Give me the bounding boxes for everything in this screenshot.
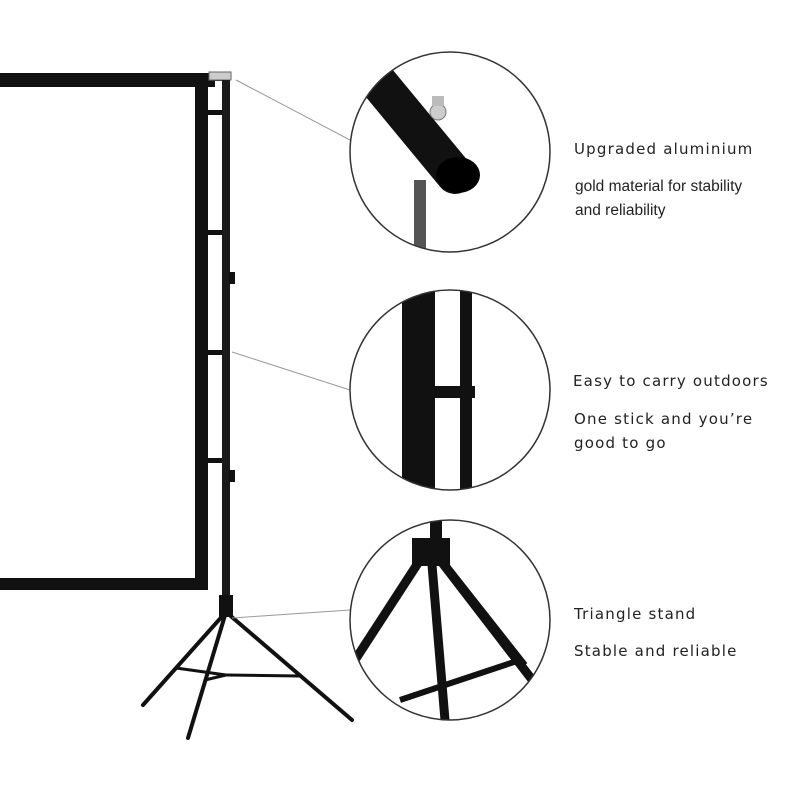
feature-3-title: Triangle stand: [574, 605, 697, 623]
tripod: [141, 610, 354, 740]
feature-3-line-1: Stable and reliable: [574, 642, 738, 660]
detail-circle-clamp: [349, 51, 551, 253]
feature-2-line-2: good to go: [574, 434, 667, 452]
detail-circle-pole: [349, 289, 551, 491]
screen-frame: [0, 73, 229, 590]
feature-1-line-2: and reliability: [575, 202, 666, 219]
feature-2-line-1: One stick and you’re: [574, 410, 754, 428]
feature-2-title: Easy to carry outdoors: [573, 372, 769, 390]
detail-circle-tripod: [349, 519, 551, 721]
pole: [208, 71, 235, 617]
feature-1-title: Upgraded aluminium: [574, 140, 754, 158]
callout-lines: [231, 79, 351, 619]
feature-1-line-1: gold material for stability: [575, 178, 743, 195]
